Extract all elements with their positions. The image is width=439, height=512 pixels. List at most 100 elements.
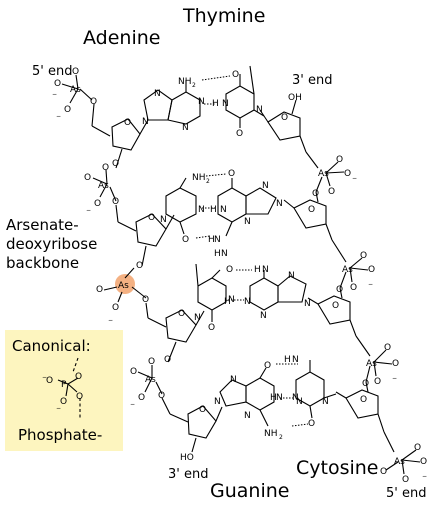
oxygen-atom: O	[148, 213, 155, 223]
arsenic-atom: As	[70, 85, 81, 95]
label-cytosine: Cytosine	[296, 457, 379, 479]
nitrogen-atom: N	[262, 265, 269, 275]
hydrogen-atom: H	[284, 355, 291, 365]
oxygen-atom: O	[208, 323, 215, 333]
oxygen-atom: O	[199, 405, 206, 415]
nitrogen-atom: N	[296, 397, 303, 407]
minus-sign: −	[108, 317, 113, 324]
oxygen-atom: O	[360, 251, 367, 261]
oxygen-atom: O	[414, 443, 421, 453]
nitrogen-atom: N	[322, 397, 329, 407]
atom-labels: As As As As As As As As O O O O − − O O …	[52, 67, 427, 485]
nitrogen-atom: N	[222, 99, 229, 109]
nitrogen-atom: N	[154, 89, 161, 99]
oxygen-atom: O	[232, 70, 239, 80]
nitrogen-atom: N	[198, 205, 205, 215]
hydrogen-atom: H	[212, 99, 219, 109]
base-pair-thymine-adenine	[195, 263, 307, 322]
oxygen-atom: O	[332, 301, 339, 311]
nitrogen-atom: N	[260, 311, 267, 321]
oxygen-atom: O	[112, 159, 119, 169]
nitrogen-atom: N	[244, 297, 251, 307]
subscript-2: 2	[279, 434, 283, 441]
oxygen-atom: O	[178, 309, 185, 319]
subscript-2: 2	[206, 178, 210, 185]
oxygen-atom: O	[308, 205, 315, 215]
right-backbone	[259, 99, 421, 475]
oxygen-atom: O	[182, 235, 189, 245]
oxygen-atom: O	[336, 285, 343, 295]
nitrogen-atom: N	[244, 411, 251, 421]
nitrogen-atom: N	[182, 123, 189, 133]
hydrogen-atom: H	[270, 393, 277, 403]
ho-group: HO	[180, 453, 194, 463]
oxygen-atom: O	[362, 379, 369, 389]
oxygen-atom: O	[124, 118, 131, 128]
canonical-caption: Phosphate-	[18, 426, 102, 444]
hydrogen-atom: H	[208, 235, 215, 245]
nitrogen-atom: N	[198, 97, 205, 107]
label-5-end-top: 5' end	[32, 64, 72, 79]
nitrogen-atom: N	[214, 235, 221, 245]
nitrogen-atom: N	[292, 393, 299, 403]
arsenic-atom: As	[318, 169, 329, 179]
subscript-2: 2	[192, 82, 196, 89]
oxygen-atom: O	[148, 357, 155, 367]
arsenic-atom: As	[98, 181, 109, 191]
nitrogen-atom: N	[288, 271, 295, 281]
label-5-end-bottom: 5' end	[386, 486, 426, 501]
minus-sign: −	[392, 375, 397, 382]
label-3-end-top: 3' end	[292, 73, 332, 88]
oxygen-atom: O	[312, 189, 319, 199]
nitrogen-atom: N	[244, 217, 251, 227]
oxygen-atom: O	[226, 265, 233, 275]
canonical-o-atom: O	[46, 376, 53, 386]
oxygen-atom: O	[402, 475, 409, 485]
oh-group: OH	[288, 93, 302, 103]
nitrogen-atom: N	[214, 397, 221, 407]
arsenic-atom: As	[394, 457, 405, 467]
oxygen-atom: O	[102, 163, 109, 173]
oxygen-atom: O	[336, 155, 343, 165]
oxygen-atom: O	[64, 105, 71, 115]
amine-group: H	[214, 249, 221, 259]
nitrogen-atom: N	[221, 249, 228, 259]
canonical-phosphate-structure: P O O O O − −	[42, 357, 83, 418]
oxygen-atom: O	[112, 303, 119, 313]
oxygen-atom: O	[138, 393, 145, 403]
minus-sign: −	[56, 113, 61, 120]
oxygen-atom: O	[328, 187, 335, 197]
oxygen-atom: O	[420, 457, 427, 467]
oxygen-atom: O	[90, 97, 97, 107]
oxygen-atom: O	[130, 367, 137, 377]
nitrogen-atom: N	[256, 105, 263, 115]
label-backbone-line-1: Arsenate-	[6, 216, 79, 234]
amine-group: NH	[178, 77, 192, 87]
canonical-o-atom: O	[75, 372, 82, 382]
oxygen-atom: O	[350, 283, 357, 293]
nitrogen-atom: N	[228, 295, 235, 305]
oxygen-atom: O	[228, 169, 235, 179]
minus-sign: −	[130, 401, 135, 408]
oxygen-atom: O	[54, 79, 61, 89]
oxygen-atom: O	[344, 169, 351, 179]
nitrogen-atom: N	[230, 375, 237, 385]
oxygen-atom: O	[392, 359, 399, 369]
oxygen-atom: O	[112, 197, 119, 207]
label-guanine: Guanine	[210, 480, 289, 502]
oxygen-atom: O	[72, 67, 79, 77]
left-backbone	[61, 74, 223, 453]
label-backbone-line-3: backbone	[6, 254, 79, 272]
oxygen-atom: O	[94, 199, 101, 209]
oxygen-atom: O	[96, 285, 103, 295]
hydrogen-atom: H	[224, 297, 231, 307]
oxygen-atom: O	[236, 129, 243, 139]
canonical-title: Canonical:	[12, 337, 91, 355]
arsenic-atom-highlighted: As	[118, 281, 129, 291]
nitrogen-atom: N	[276, 199, 283, 209]
oxygen-atom: O	[142, 295, 149, 305]
label-backbone-line-2: deoxyribose	[6, 235, 97, 253]
hydrogen-atom: H	[254, 265, 261, 275]
nitrogen-atom: N	[262, 181, 269, 191]
